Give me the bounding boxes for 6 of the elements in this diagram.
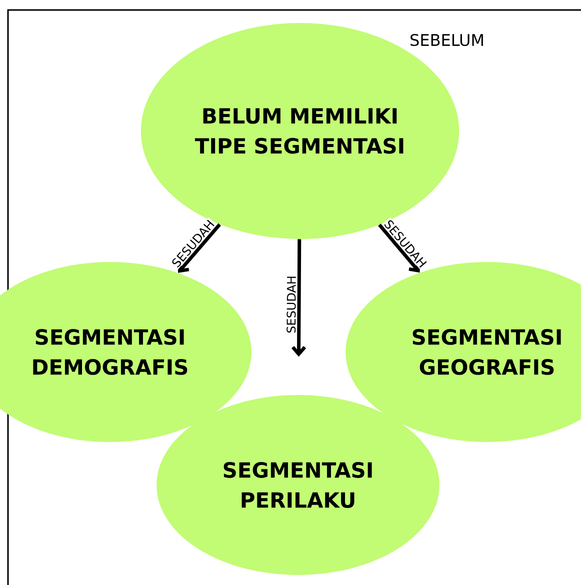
arrow xyxy=(178,223,221,273)
node-label: SEGMENTASI PERILAKU xyxy=(224,462,372,508)
arrow xyxy=(291,239,306,357)
annotation-label: SEBELUM xyxy=(410,34,483,46)
arrow xyxy=(378,224,420,273)
edge-label: SESUDAH xyxy=(286,274,297,334)
